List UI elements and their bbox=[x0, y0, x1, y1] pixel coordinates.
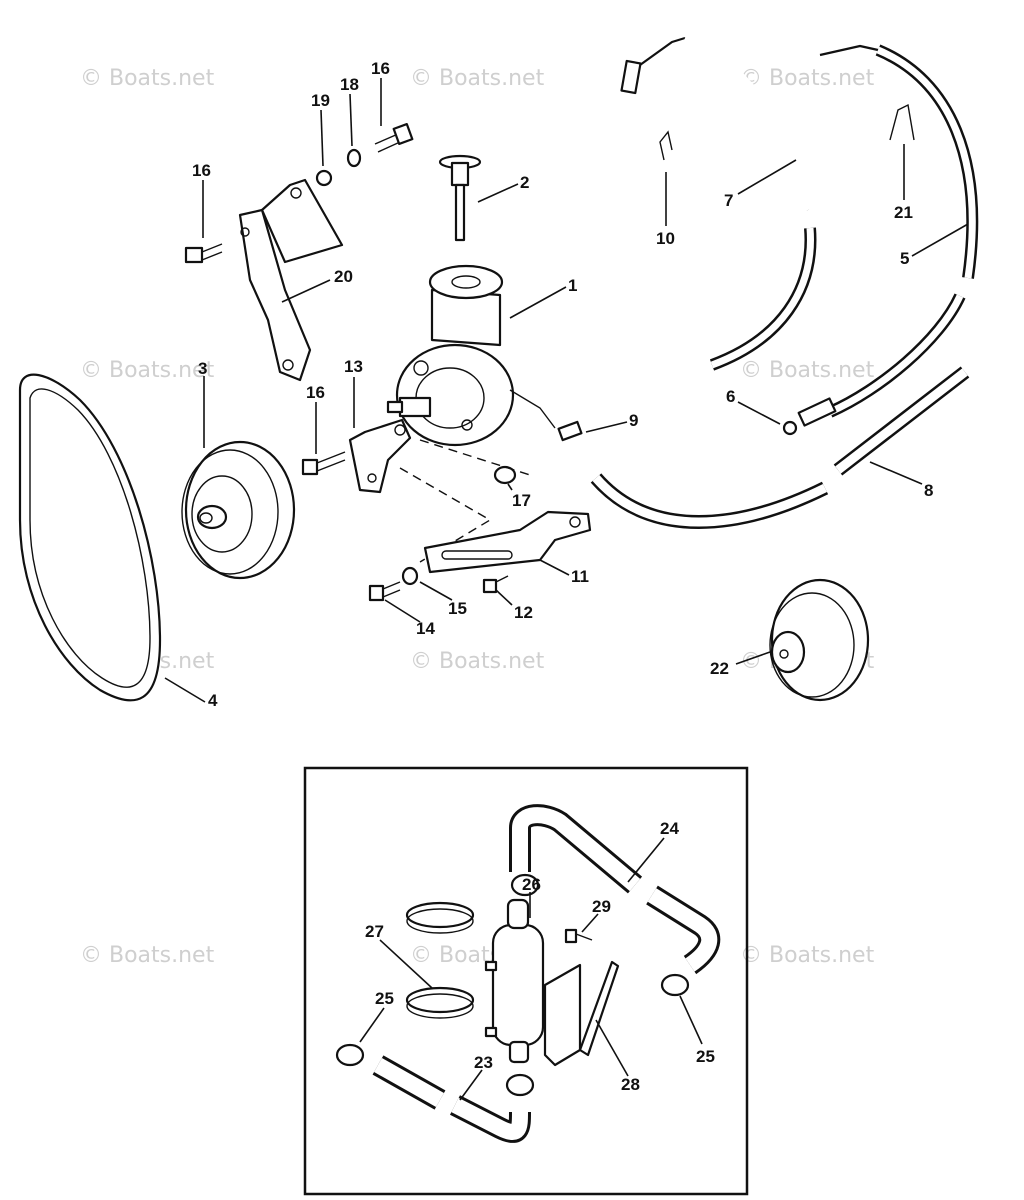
reservoir-cap-dipstick bbox=[438, 154, 482, 242]
watermark: © Boats.net bbox=[410, 66, 545, 91]
watermark: © Boats.net bbox=[80, 66, 215, 91]
callout-2: 2 bbox=[520, 173, 529, 192]
pump-bracket-13 bbox=[348, 418, 412, 494]
callout-28: 28 bbox=[621, 1075, 640, 1094]
hose-clip-10 bbox=[659, 130, 673, 161]
bolt-14 bbox=[368, 581, 401, 602]
callout-21: 21 bbox=[894, 203, 913, 222]
hose-7 bbox=[620, 34, 817, 371]
callout-3: 3 bbox=[198, 359, 207, 378]
callout-20: 20 bbox=[334, 267, 353, 286]
callout-16: 16 bbox=[192, 161, 211, 180]
adjusting-bracket-11 bbox=[423, 510, 592, 574]
hose-24 bbox=[509, 804, 721, 975]
bolt-12 bbox=[482, 575, 509, 594]
callout-14: 14 bbox=[416, 619, 435, 638]
o-ring-6 bbox=[782, 420, 798, 436]
callout-16: 16 bbox=[371, 59, 390, 78]
nut-19 bbox=[315, 169, 333, 187]
drive-belt bbox=[18, 373, 162, 702]
hose-23 bbox=[372, 1055, 531, 1143]
cooler-bracket-28 bbox=[543, 960, 620, 1067]
callout-13: 13 bbox=[344, 357, 363, 376]
callout-4: 4 bbox=[208, 691, 218, 710]
crank-pulley-22 bbox=[769, 578, 870, 702]
watermark: © Boats.net bbox=[740, 66, 875, 91]
pump-pulley bbox=[181, 440, 296, 580]
watermark: © Boats.net bbox=[80, 943, 215, 968]
callout-1: 1 bbox=[568, 276, 577, 295]
leader-lines bbox=[164, 78, 969, 1101]
callout-26: 26 bbox=[522, 875, 541, 894]
callout-16: 16 bbox=[306, 383, 325, 402]
callout-15: 15 bbox=[448, 599, 467, 618]
callout-11: 11 bbox=[571, 567, 589, 586]
watermark: © Boats.net bbox=[740, 358, 875, 383]
oil-cooler-inset bbox=[303, 766, 749, 1196]
nut-17 bbox=[493, 465, 517, 485]
washer-18 bbox=[346, 148, 362, 168]
callout-25: 25 bbox=[375, 989, 394, 1008]
callouts: 1 2 3 4 5 6 7 8 9 10 11 12 13 14 15 16 1… bbox=[192, 59, 933, 1094]
washer-15 bbox=[401, 566, 419, 586]
callout-6: 6 bbox=[726, 387, 735, 406]
hose-5 bbox=[797, 44, 979, 427]
screw-29 bbox=[564, 928, 593, 944]
clamps-27 bbox=[405, 901, 475, 1019]
callout-12: 12 bbox=[514, 603, 533, 622]
oil-cooler-26 bbox=[484, 898, 545, 1064]
bolt-16-mid bbox=[301, 451, 346, 476]
callout-5: 5 bbox=[900, 249, 909, 268]
callout-17: 17 bbox=[512, 491, 531, 510]
callout-18: 18 bbox=[340, 75, 359, 94]
callout-19: 19 bbox=[311, 91, 330, 110]
callout-9: 9 bbox=[629, 411, 638, 430]
watermark: © Boats.net bbox=[410, 649, 545, 674]
hose-clamp-21 bbox=[889, 103, 915, 141]
fitting-9 bbox=[557, 420, 583, 442]
hose-clamps-25 bbox=[335, 873, 690, 1097]
bolt-16-top bbox=[374, 122, 414, 153]
callout-22: 22 bbox=[710, 659, 729, 678]
power-steering-pump bbox=[386, 264, 556, 447]
callout-27: 27 bbox=[365, 922, 384, 941]
callout-7: 7 bbox=[724, 191, 733, 210]
watermark: © Boats.net bbox=[80, 358, 215, 383]
bolt-16-left bbox=[184, 243, 223, 264]
watermark: © Boats.net bbox=[740, 943, 875, 968]
callout-8: 8 bbox=[924, 481, 933, 500]
hose-8 bbox=[590, 366, 970, 529]
callout-25: 25 bbox=[696, 1047, 715, 1066]
callout-29: 29 bbox=[592, 897, 611, 916]
callout-23: 23 bbox=[474, 1053, 493, 1072]
callout-24: 24 bbox=[660, 819, 679, 838]
callout-10: 10 bbox=[656, 229, 675, 248]
mounting-bracket bbox=[238, 178, 344, 382]
